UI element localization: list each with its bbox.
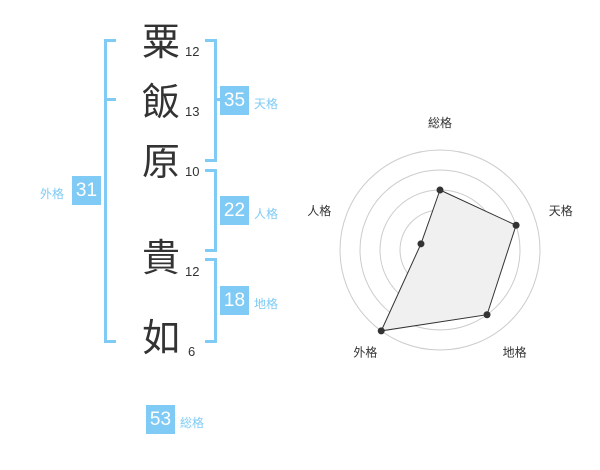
- gaikaku-bracket: [104, 39, 116, 343]
- radar-ring: [339, 149, 541, 351]
- jinkaku-value: 22: [220, 196, 249, 225]
- stroke-count-1: 12: [185, 44, 200, 59]
- name-char-2: 飯: [141, 80, 180, 124]
- name-char-5: 如: [141, 316, 180, 360]
- radar-point-4: [377, 327, 385, 335]
- gaikaku-value: 31: [72, 176, 101, 205]
- gaikaku-label: 外格: [40, 187, 65, 201]
- jinkaku-label: 人格: [254, 207, 279, 221]
- chikaku-value: 18: [220, 286, 249, 315]
- radar-point-1: [436, 186, 444, 194]
- tenkaku-label: 天格: [254, 97, 279, 111]
- radar-axis-label: 地格: [503, 345, 527, 360]
- radar-axis-label: 人格: [307, 203, 331, 218]
- name-char-4: 貴: [141, 236, 180, 280]
- sokaku-label: 総格: [180, 416, 205, 430]
- name-char-1: 粟: [141, 20, 180, 64]
- name-char-3: 原: [141, 140, 180, 184]
- radar-axis-label: 天格: [549, 203, 573, 218]
- chikaku-bracket: [205, 258, 217, 343]
- radar-ring: [359, 169, 521, 331]
- sokaku-value: 53: [146, 405, 175, 434]
- jinkaku-bracket: [205, 169, 217, 252]
- gaikaku-bracket-tick: [104, 98, 116, 101]
- radar-axis-label: 総格: [428, 115, 452, 130]
- tenkaku-value: 35: [220, 86, 249, 115]
- stroke-count-4: 12: [185, 264, 200, 279]
- stroke-count-2: 13: [185, 104, 200, 119]
- radar-axis-label: 外格: [353, 345, 377, 360]
- stroke-count-3: 10: [185, 164, 200, 179]
- tenkaku-bracket-tick: [214, 98, 222, 101]
- radar-point-5: [417, 240, 425, 248]
- radar-point-2: [512, 221, 520, 229]
- chikaku-label: 地格: [254, 297, 279, 311]
- radar-polygon: [380, 189, 517, 332]
- stroke-count-5: 6: [188, 344, 196, 359]
- radar-point-3: [483, 311, 491, 319]
